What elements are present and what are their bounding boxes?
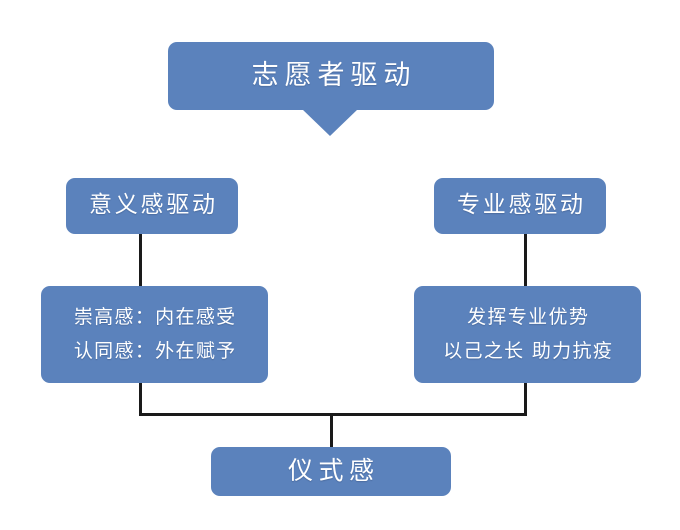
node-meaning-detail-line-2: 认同感：外在赋予 <box>73 339 237 362</box>
node-ritual-sense-label: 仪式感 <box>287 456 380 486</box>
node-professional-detail[interactable]: 发挥专业优势 以己之长 助力抗疫 <box>414 286 641 383</box>
node-professional-driver[interactable]: 专业感驱动 <box>434 178 606 234</box>
node-root-volunteer-driver[interactable]: 志愿者驱动 <box>168 42 494 110</box>
node-meaning-detail[interactable]: 崇高感：内在感受 认同感：外在赋予 <box>41 286 268 383</box>
connector-bracket-horizontal <box>139 413 527 416</box>
node-ritual-sense[interactable]: 仪式感 <box>211 447 451 496</box>
node-professional-detail-line-2: 以己之长 助力抗疫 <box>443 339 614 362</box>
connector-meaning-detail-drop <box>139 383 142 416</box>
connector-meaning-to-detail <box>139 234 142 287</box>
node-professional-detail-line-1: 发挥专业优势 <box>467 306 590 329</box>
callout-tail-icon <box>302 109 358 136</box>
connector-bracket-to-ritual <box>330 413 333 449</box>
node-professional-driver-label: 专业感驱动 <box>456 192 586 219</box>
connector-professional-detail-drop <box>524 383 527 416</box>
node-root-label: 志愿者驱动 <box>251 60 417 92</box>
node-meaning-driver[interactable]: 意义感驱动 <box>66 178 238 234</box>
node-meaning-driver-label: 意义感驱动 <box>88 192 218 219</box>
node-meaning-detail-line-1: 崇高感：内在感受 <box>73 306 237 329</box>
connector-professional-to-detail <box>524 234 527 287</box>
